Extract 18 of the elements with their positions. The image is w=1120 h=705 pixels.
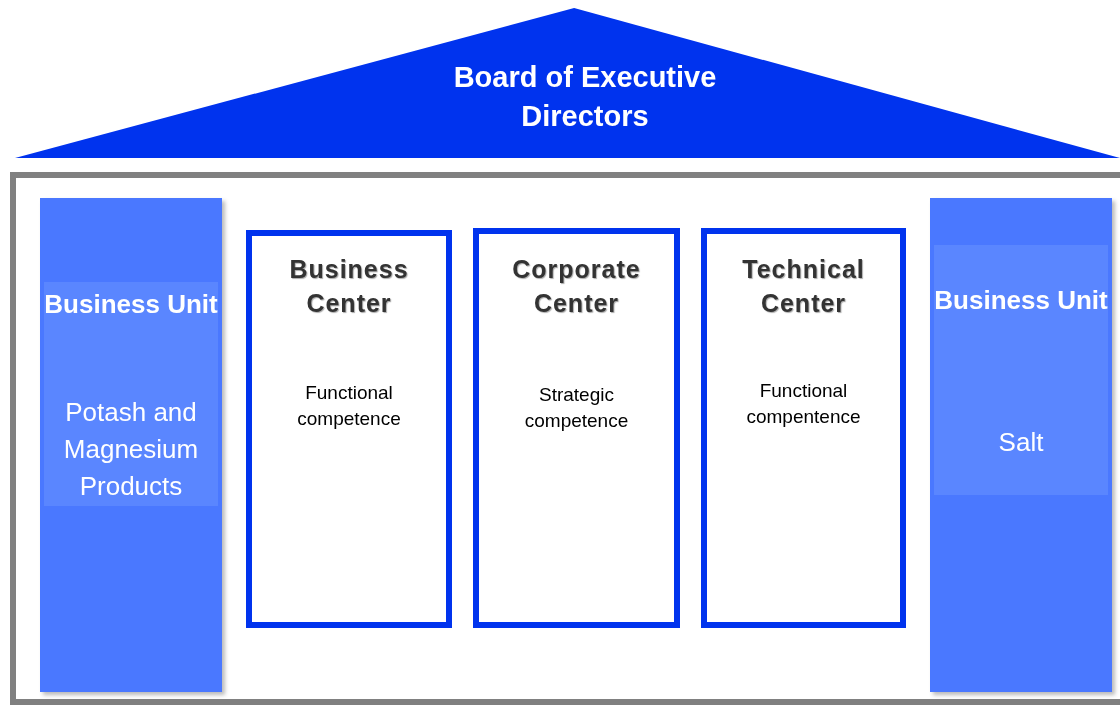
center-box <box>701 228 906 628</box>
center-box <box>473 228 680 628</box>
house-frame <box>10 172 1120 705</box>
roof-shape <box>15 8 1120 158</box>
unit-heading: Business Unit <box>44 288 218 321</box>
center-description: Strategic competence <box>523 383 630 433</box>
unit-description: Potash and Magnesium Products <box>62 396 200 503</box>
roof-title: Board of Executive Directors <box>452 60 718 134</box>
center-box <box>246 230 452 628</box>
center-heading: Technical Center <box>741 254 866 319</box>
center-description: Functional competence <box>296 381 402 431</box>
center-description: Functional compentence <box>745 379 862 429</box>
center-heading: Business Center <box>288 254 410 319</box>
business-unit-column <box>40 198 222 692</box>
unit-description: Salt <box>997 426 1045 459</box>
business-unit-column <box>930 198 1112 692</box>
unit-heading: Business Unit <box>934 284 1108 317</box>
center-heading: Corporate Center <box>511 254 642 319</box>
